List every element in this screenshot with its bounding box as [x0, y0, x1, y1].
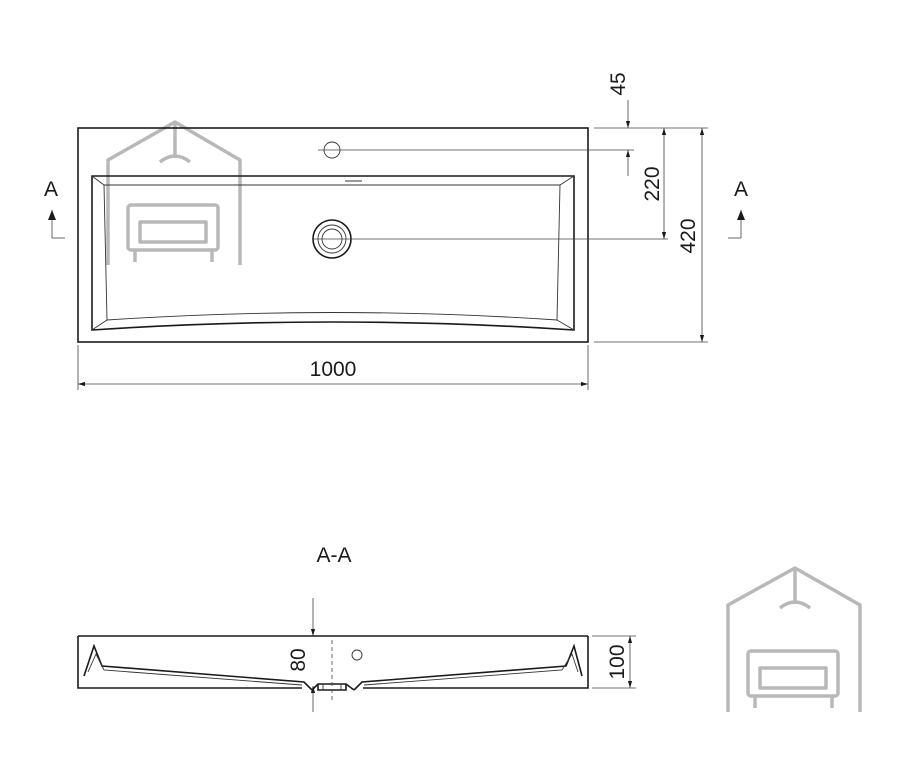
section-title: A-A	[316, 544, 351, 567]
dim-label-45: 45	[607, 72, 630, 95]
dimension-420: 420	[677, 127, 705, 342]
dimension-1000: 1000	[78, 358, 588, 387]
dim-label-220: 220	[641, 166, 664, 201]
section-marker-right: A	[728, 178, 748, 239]
section-tap-hole	[351, 649, 363, 661]
dimension-220: 220	[641, 127, 667, 239]
bowl-outer	[91, 175, 575, 331]
dimension-80: 80	[287, 598, 316, 712]
dim-label-100: 100	[606, 644, 629, 679]
section-view	[77, 635, 589, 700]
bowl-inner	[103, 184, 561, 321]
dim-label-1000: 1000	[310, 358, 357, 381]
dim-label-80: 80	[287, 648, 310, 671]
watermark-logo-top	[106, 120, 242, 265]
dimension-45: 45	[607, 72, 631, 176]
section-marker-right-label: A	[734, 178, 748, 201]
watermark-logo-bottom	[726, 566, 862, 712]
dim-label-420: 420	[677, 218, 700, 253]
dimension-100: 100	[592, 635, 636, 689]
basin-outline	[77, 127, 589, 343]
plan-view	[77, 127, 708, 390]
section-marker-left-label: A	[44, 178, 58, 201]
section-marker-left: A	[44, 178, 65, 239]
